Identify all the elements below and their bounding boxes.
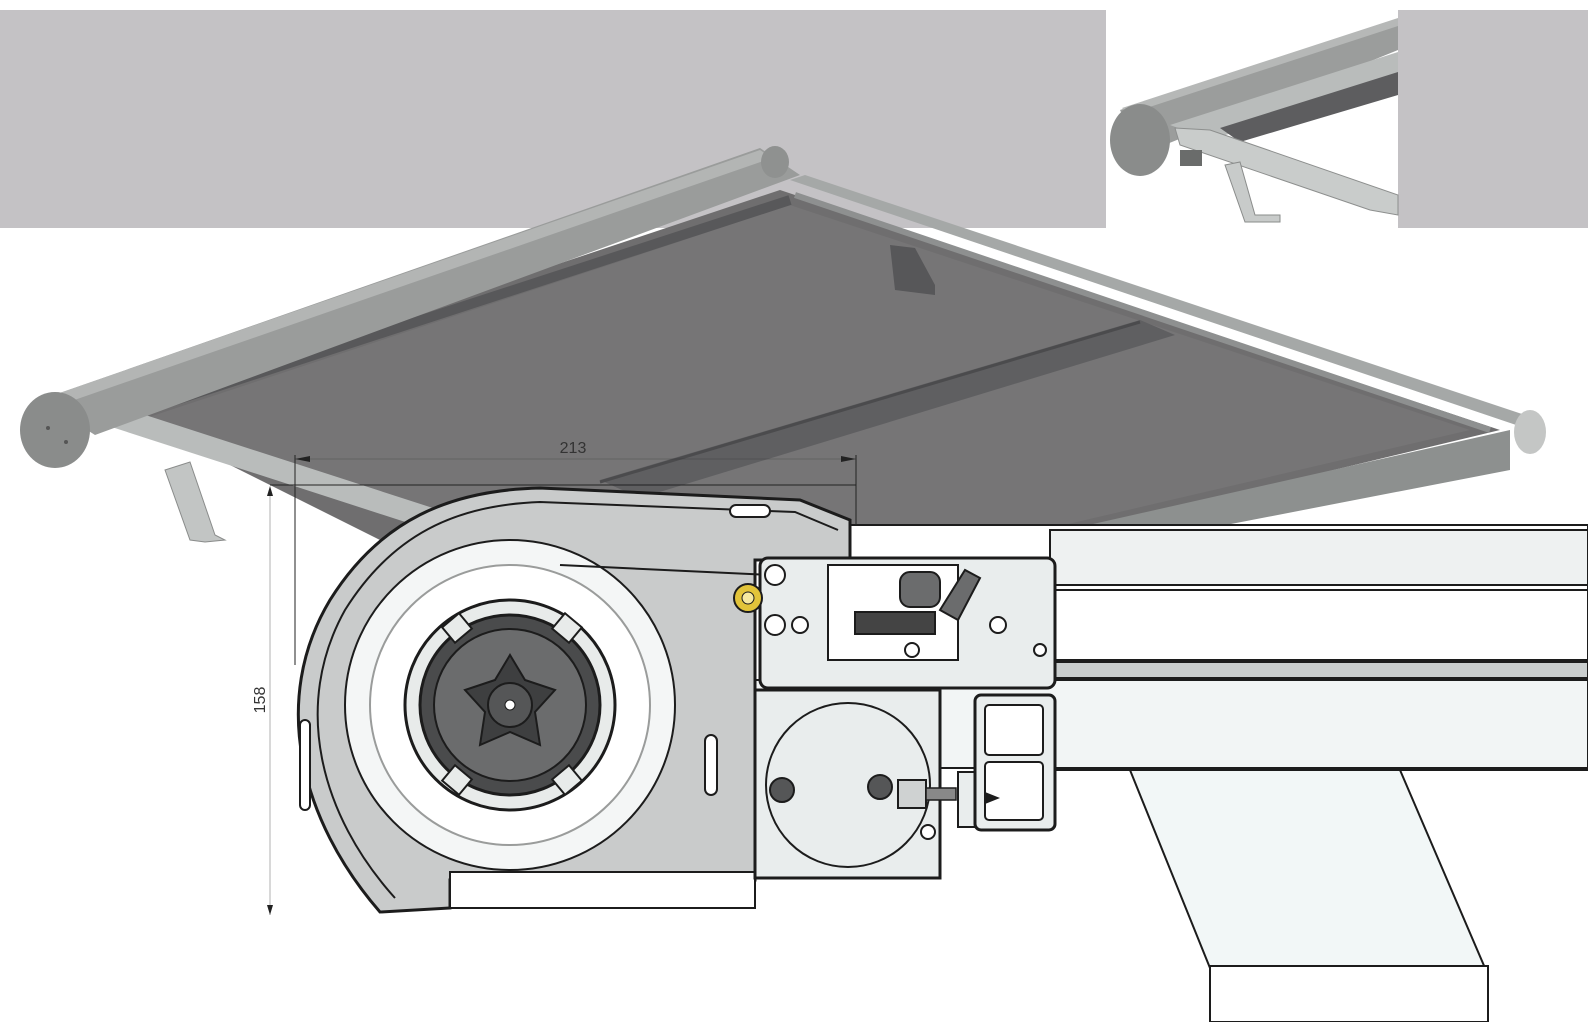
roller-notch — [440, 611, 474, 645]
support-bracket-top — [890, 245, 935, 295]
profile-end-box-inner — [984, 704, 1044, 756]
right-frame-rail — [790, 175, 1540, 428]
inset-clamp — [1180, 150, 1202, 166]
profile-hole — [764, 614, 786, 636]
cassette-far-cap — [761, 146, 789, 178]
roller-notch — [550, 611, 584, 645]
profile-bolt — [925, 787, 957, 801]
cassette-slot — [729, 504, 771, 518]
roller-notch — [440, 763, 474, 797]
front-profile-bracket — [733, 556, 1057, 880]
inset-side-rail — [1174, 127, 1399, 216]
inset-detail-render — [1110, 18, 1399, 223]
cassette-end-cap — [20, 392, 90, 468]
rail-top-face — [1049, 529, 1588, 586]
cassette-tube-highlight — [45, 150, 772, 405]
cassette-slot — [299, 719, 311, 811]
inset-bracket — [1224, 161, 1281, 223]
roller-axle-center — [504, 699, 516, 711]
dimension-annotations: 213 158 — [252, 440, 857, 915]
cassette-slot — [704, 734, 718, 796]
right-frame-rail-bottom — [1000, 430, 1510, 545]
roller-notch — [550, 763, 584, 797]
dimension-arrow-right — [841, 456, 856, 462]
support-leg — [1128, 769, 1487, 969]
front-frame-rail — [90, 410, 470, 530]
inset-tube-highlight — [1122, 18, 1398, 114]
profile-screw — [769, 777, 795, 803]
end-cap-screw — [46, 426, 50, 430]
inset-frame-rail — [1170, 52, 1398, 140]
dimension-label-width: 213 — [560, 440, 587, 457]
cassette-housing-inner — [316, 500, 839, 899]
backdrop-panel-main — [0, 10, 1106, 228]
middle-cross-bar-edge — [599, 320, 1141, 484]
profile-end-box-inner — [984, 761, 1044, 821]
front-rail-end-cap — [1514, 410, 1546, 454]
profile-lower-disc — [765, 702, 931, 868]
middle-cross-bar — [600, 320, 1175, 498]
cassette-tube — [40, 148, 800, 435]
profile-clamp-a — [854, 611, 936, 635]
dimension-label-height: 158 — [252, 687, 269, 714]
profile-hole — [791, 616, 809, 634]
dimension-arrow-left — [295, 456, 310, 462]
cassette-cross-section — [296, 486, 852, 914]
cassette-bottom-flap — [449, 871, 756, 909]
profile-hole — [920, 824, 936, 840]
support-foot — [1209, 965, 1489, 1022]
awning-fabric-shade — [140, 205, 1470, 545]
support-bracket-left — [164, 461, 227, 543]
profile-hole — [989, 616, 1007, 634]
inner-rail-right — [794, 192, 1491, 433]
profile-clamp-b — [899, 571, 941, 608]
profile-spring — [938, 568, 982, 622]
profile-hole — [764, 564, 786, 586]
awning-3d-render — [20, 146, 1546, 560]
yellow-fitting-center — [741, 591, 755, 605]
inset-end-cap — [1110, 104, 1170, 176]
rail-groove — [1049, 661, 1588, 679]
rail-mid-face — [1049, 589, 1588, 661]
profile-hole — [904, 642, 920, 658]
dimension-arrow-top — [267, 486, 273, 496]
backdrop-panel-right — [1398, 10, 1588, 228]
profile-hole — [1033, 643, 1047, 657]
profile-arrow-mark — [985, 792, 1000, 804]
dimension-arrow-bottom — [267, 905, 273, 915]
inset-inner-rail — [1220, 72, 1398, 142]
fabric-path — [559, 564, 771, 576]
end-cap-screw — [64, 440, 68, 444]
profile-block — [897, 779, 927, 809]
profile-screw — [867, 774, 893, 800]
